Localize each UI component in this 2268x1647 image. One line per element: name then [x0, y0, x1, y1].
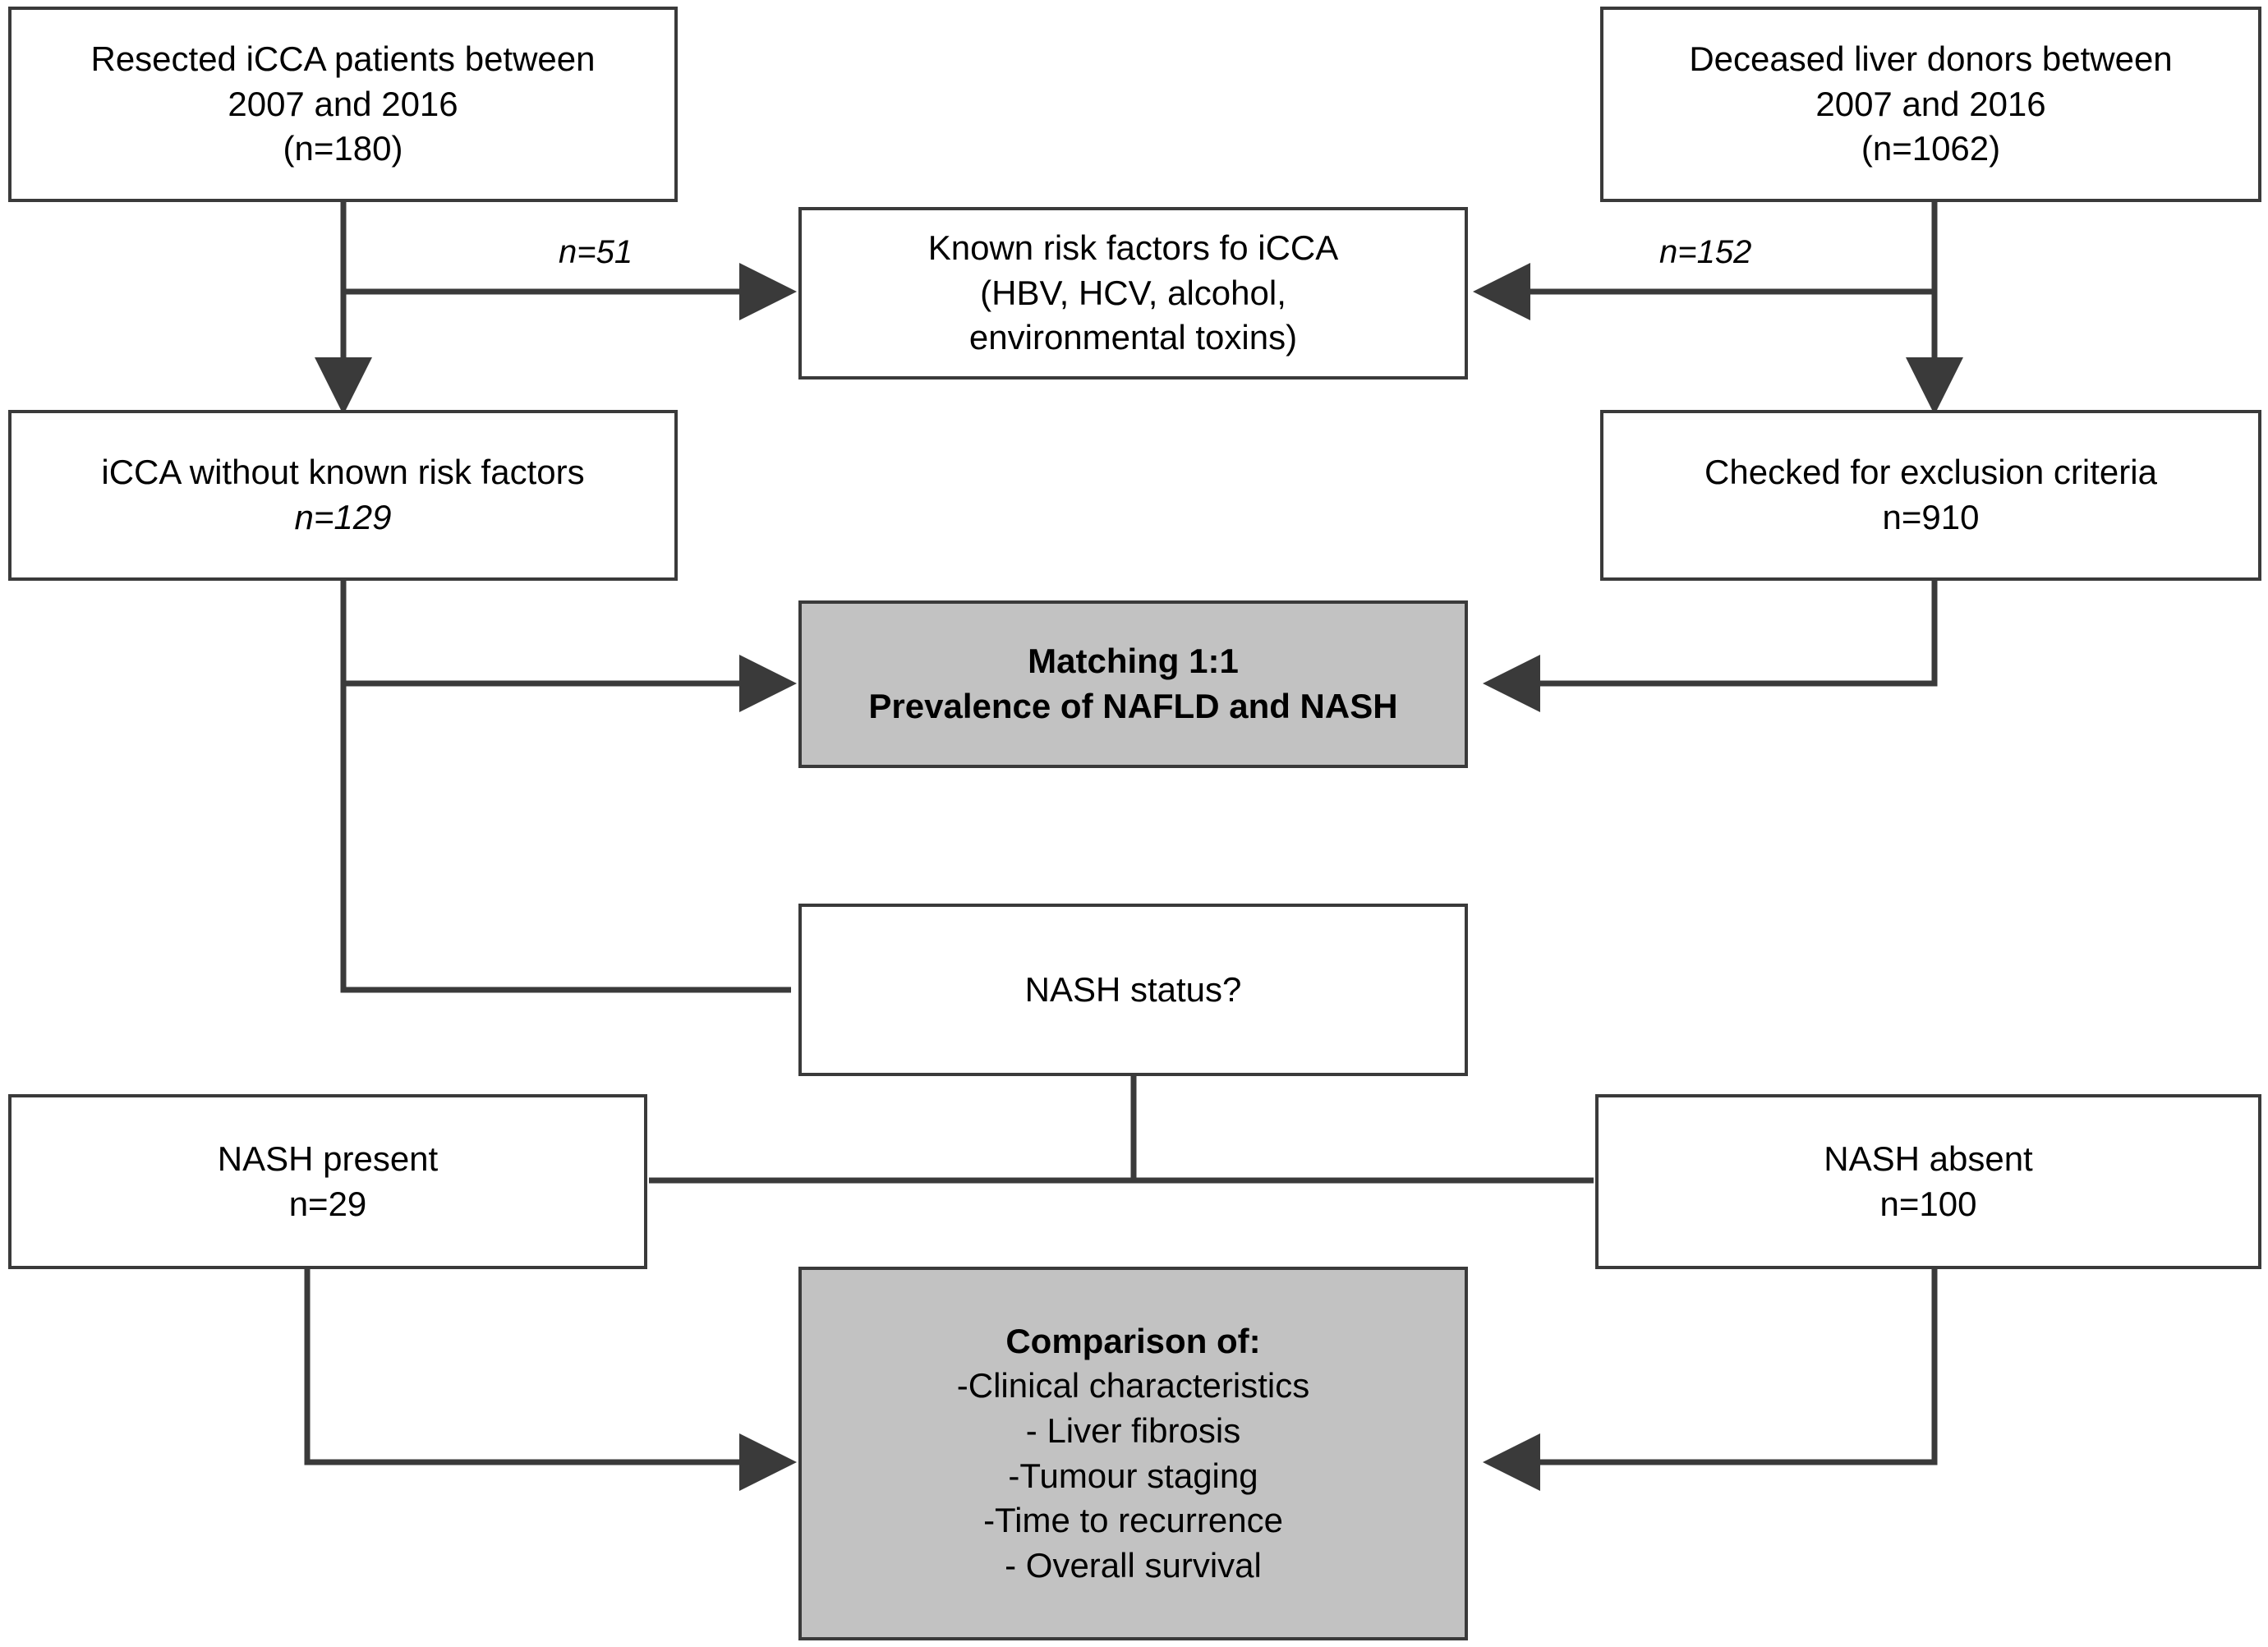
edge-exclusion-to-matching	[1483, 581, 1938, 712]
node-nash-present[interactable]: NASH present n=29	[8, 1094, 647, 1269]
node-count: n=910	[1882, 498, 1980, 536]
node-matching-prevalence[interactable]: Matching 1:1 Prevalence of NAFLD and NAS…	[798, 600, 1468, 768]
node-nash-absent[interactable]: NASH absent n=100	[1595, 1094, 2261, 1269]
edge-nash-present-to-comparison	[304, 1269, 797, 1491]
node-resected-icca-patients[interactable]: Resected iCCA patients between 2007 and …	[8, 7, 678, 202]
comparison-item: -Tumour staging	[1008, 1456, 1258, 1495]
node-line: Prevalence of NAFLD and NASH	[868, 687, 1398, 725]
node-line: (n=1062)	[1861, 129, 2001, 168]
node-line: Checked for exclusion criteria	[1704, 453, 2157, 492]
node-line: iCCA without known risk factors	[101, 453, 585, 492]
edge-icca-without-risk-to-matching	[340, 581, 797, 712]
node-line: (n=180)	[283, 129, 403, 168]
node-icca-without-known-risk-factors[interactable]: iCCA without known risk factors n=129	[8, 410, 678, 581]
node-line: 2007 and 2016	[228, 84, 458, 123]
edge-label-donors-to-risk: n=152	[1659, 234, 1752, 270]
node-line: NASH present	[217, 1139, 439, 1178]
node-count: n=129	[294, 498, 392, 536]
comparison-item: -Clinical characteristics	[956, 1366, 1310, 1405]
edge-nash-absent-to-comparison	[1483, 1269, 1938, 1491]
comparison-item: - Liver fibrosis	[1025, 1410, 1241, 1450]
comparison-heading: Comparison of:	[1005, 1321, 1261, 1360]
edge-label-icca-to-risk: n=51	[559, 234, 633, 270]
node-line: 2007 and 2016	[1815, 84, 2046, 123]
node-count: n=100	[1879, 1184, 1977, 1223]
node-line: NASH absent	[1824, 1139, 2033, 1178]
node-line: Known risk factors fo iCCA	[927, 228, 1339, 268]
comparison-item: -Time to recurrence	[983, 1501, 1283, 1540]
node-known-risk-factors[interactable]: Known risk factors fo iCCA (HBV, HCV, al…	[798, 207, 1468, 380]
node-line: NASH status?	[1024, 969, 1242, 1009]
node-checked-for-exclusion-criteria[interactable]: Checked for exclusion criteria n=910	[1600, 410, 2261, 581]
node-count: n=29	[288, 1184, 367, 1223]
node-line: Resected iCCA patients between	[90, 39, 596, 79]
node-line: (HBV, HCV, alcohol,	[980, 273, 1286, 312]
node-line: Matching 1:1	[1028, 642, 1239, 681]
node-deceased-liver-donors[interactable]: Deceased liver donors between 2007 and 2…	[1600, 7, 2261, 202]
edge-icca-without-risk-to-nash-status	[340, 683, 791, 993]
node-comparison-outcomes[interactable]: Comparison of: -Clinical characteristics…	[798, 1267, 1468, 1640]
node-nash-status[interactable]: NASH status?	[798, 904, 1468, 1076]
comparison-item: - Overall survival	[1005, 1545, 1262, 1585]
node-line: environmental toxins)	[968, 318, 1298, 357]
node-line: Deceased liver donors between	[1689, 39, 2173, 79]
